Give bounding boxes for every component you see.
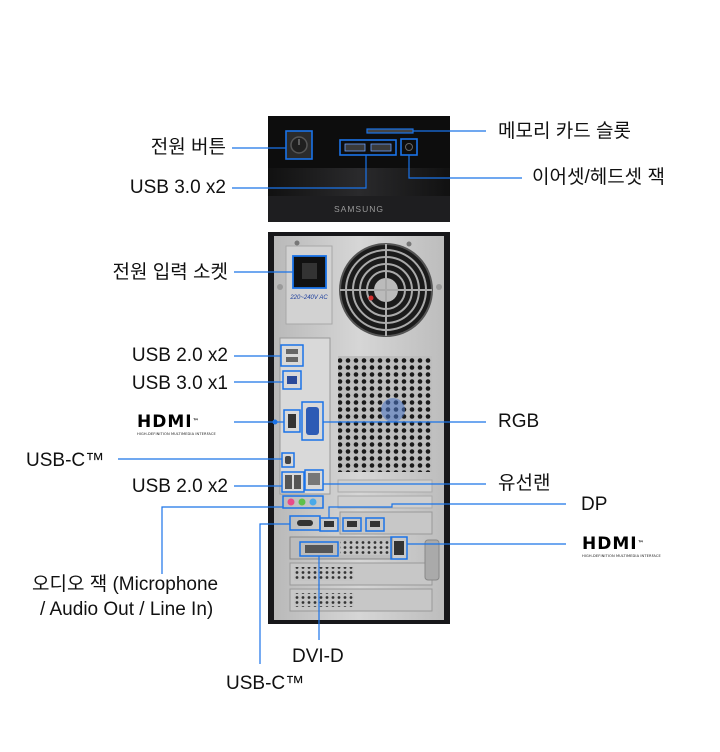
dp-port-3 [365, 517, 385, 532]
label-power-socket: 전원 입력 소켓 [112, 262, 228, 283]
rgb-port [301, 401, 324, 441]
hdmi-logo-right: HDMI™ HIGH-DEFINITION MULTIMEDIA INTERFA… [582, 535, 661, 558]
hdmi-logo-left: HDMI™ HIGH-DEFINITION MULTIMEDIA INTERFA… [137, 413, 216, 436]
front-usb-ports [339, 139, 397, 156]
label-usb20-x2-top: USB 2.0 x2 [131, 345, 228, 366]
rear-usb30 [282, 370, 302, 390]
hdmi-logo-left-tm: ™ [192, 418, 200, 425]
callout-lines [118, 130, 566, 664]
gpu-hdmi-port [390, 536, 408, 560]
label-audio-line2: / Audio Out / Line In) [40, 599, 214, 620]
audio-jacks [282, 495, 324, 509]
label-usbc-bottom: USB-C™ [226, 673, 305, 694]
label-usbc-left: USB-C™ [26, 450, 105, 471]
hdmi-logo-left-word: HDMI [137, 412, 193, 432]
hdmi-logo-left-subtitle: HIGH-DEFINITION MULTIMEDIA INTERFACE [137, 432, 216, 436]
rear-usb20-bottom [281, 471, 305, 493]
dp-port-2 [342, 517, 362, 532]
label-lan: 유선랜 [498, 473, 551, 494]
rear-hdmi-port [283, 409, 301, 433]
rear-tower: 220~240V AC [268, 232, 450, 624]
psu-label: 220~240V AC [289, 295, 328, 301]
brand-logo: SAMSUNG [334, 204, 384, 214]
exhaust-fan [339, 243, 433, 337]
label-audio-line1: 오디오 잭 (Microphone [32, 574, 219, 595]
label-power-button: 전원 버튼 [150, 137, 226, 158]
lan-port [304, 469, 324, 491]
label-headset-jack: 이어셋/헤드셋 잭 [532, 167, 665, 188]
memory-card-slot [366, 128, 414, 134]
label-dp: DP [581, 494, 608, 515]
label-rgb: RGB [498, 411, 540, 432]
label-memory-card-slot: 메모리 카드 슬롯 [498, 121, 631, 142]
label-usb20-x2-bottom: USB 2.0 x2 [131, 476, 228, 497]
hdmi-logo-right-tm: ™ [637, 540, 645, 547]
label-usb30-x2: USB 3.0 x2 [129, 177, 226, 198]
hdmi-logo-right-subtitle: HIGH-DEFINITION MULTIMEDIA INTERFACE [582, 554, 661, 558]
label-usb30-x1: USB 3.0 x1 [131, 373, 228, 394]
hdmi-logo-right-word: HDMI [582, 534, 638, 554]
label-dvi-d: DVI-D [292, 646, 344, 667]
front-io-unit: SAMSUNG [268, 116, 450, 222]
rear-usbc [281, 452, 295, 468]
